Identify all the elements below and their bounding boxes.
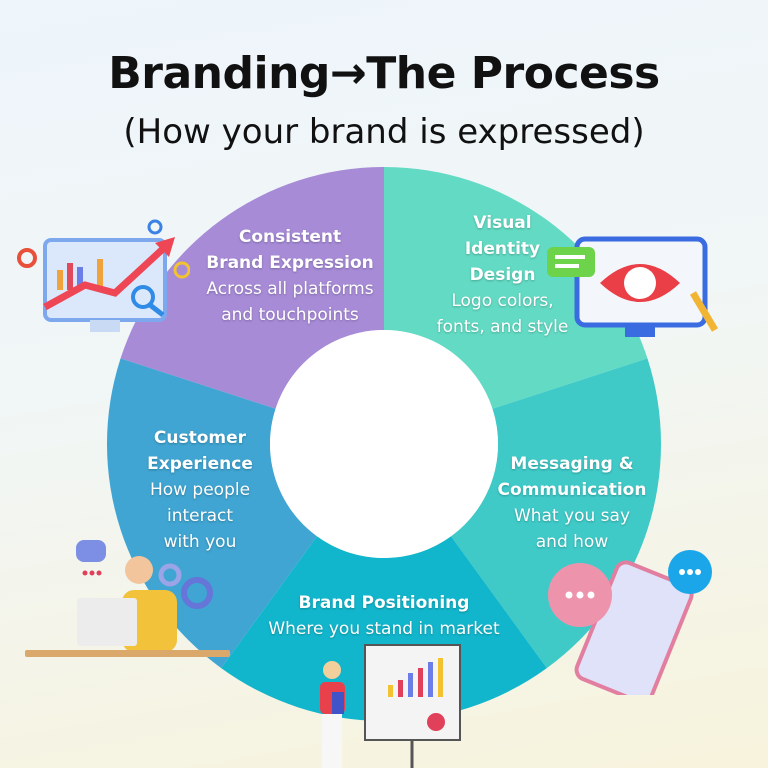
chat-phone-icon	[548, 550, 712, 695]
segment-title: Consistent	[238, 227, 342, 247]
segment-title: Design	[469, 265, 536, 285]
support-agent-icon	[25, 540, 230, 657]
page-subtitle: (How your brand is expressed)	[123, 112, 645, 152]
wheel-center	[270, 330, 498, 558]
segment-description: How people	[149, 480, 251, 500]
segment-description: Logo colors,	[451, 291, 554, 311]
segment-title: Customer	[153, 428, 247, 448]
segment-description: and touchpoints	[221, 305, 359, 325]
wheel-segment-brand-positioning	[221, 536, 547, 721]
presenter-chart-icon	[320, 644, 461, 768]
segment-title: Brand Positioning	[298, 593, 470, 613]
segment-title: Brand Expression	[206, 253, 374, 273]
wheel-segment-visual-identity-design	[384, 167, 648, 409]
analytics-monitor-icon	[17, 219, 190, 332]
segment-description: Where you stand in market	[268, 619, 500, 639]
segment-title: Communication	[497, 480, 647, 500]
segment-customer-experience: Customer Experience How people interact …	[115, 425, 285, 555]
segment-title: Identity	[464, 239, 541, 259]
segment-messaging-communication: Messaging & Communication What you say a…	[482, 451, 662, 555]
segment-description: Across all platforms	[206, 279, 374, 299]
segment-title: Experience	[147, 454, 253, 474]
segment-description: with you	[163, 532, 237, 552]
segment-description: fonts, and style	[436, 317, 569, 337]
page-title: Branding→The Process	[108, 48, 660, 99]
wheel-segment-consistent-brand-expression	[120, 167, 384, 409]
segment-visual-identity-design: Visual Identity Design Logo colors, font…	[415, 210, 590, 340]
segment-consistent-brand-expression: Consistent Brand Expression Across all p…	[165, 224, 415, 328]
eye-monitor-icon	[547, 236, 719, 337]
segment-description: interact	[166, 506, 234, 526]
segment-title: Visual	[473, 213, 532, 233]
segment-description: and how	[535, 532, 609, 552]
segment-description: What you say	[513, 506, 631, 526]
segment-brand-positioning: Brand Positioning Where you stand in mar…	[234, 590, 534, 642]
segment-title: Messaging &	[510, 454, 634, 474]
